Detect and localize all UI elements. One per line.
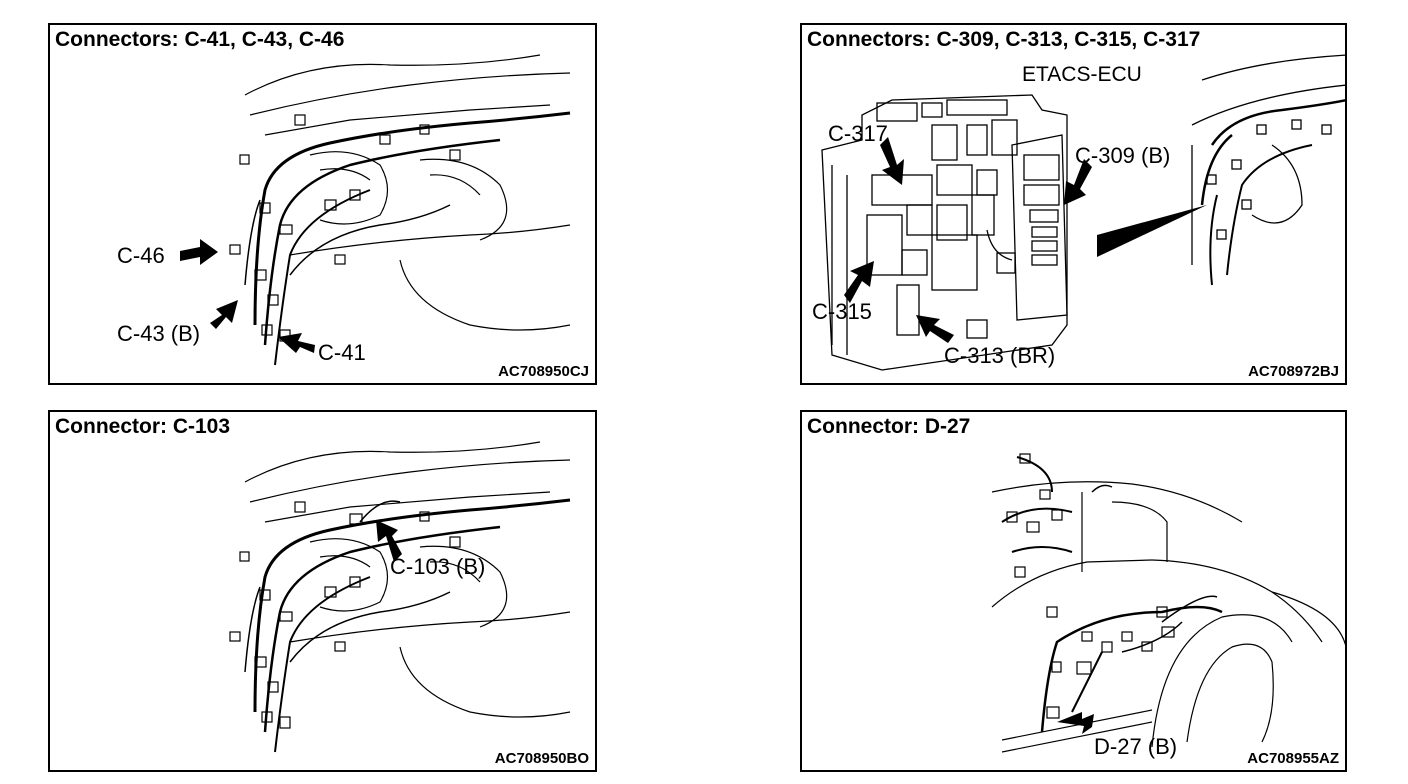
pointer-arrow-icon: [916, 315, 954, 343]
connector-label-d27: D-27 (B): [1094, 734, 1178, 759]
connector-label-c46: C-46: [117, 243, 165, 268]
figure-code: AC708972BJ: [1248, 363, 1339, 380]
connector-label-c103: C-103 (B): [390, 554, 486, 579]
pointer-arrow-icon: [1064, 159, 1092, 205]
pointer-arrow-icon: [880, 137, 904, 185]
connector-label-c43: C-43 (B): [117, 321, 201, 346]
pointer-arrow-icon: [376, 520, 402, 562]
panel-title: Connectors: C-309, C-313, C-315, C-317: [807, 28, 1201, 51]
connector-label-c313: C-313 (BR): [944, 343, 1056, 368]
figure-code: AC708955AZ: [1247, 750, 1339, 767]
pointer-arrow-icon: [1057, 712, 1094, 734]
wiring-harness-drawing: [229, 441, 571, 753]
connector-label-c309: C-309 (B): [1075, 143, 1171, 168]
diagram-panel-c41-c43-c46: Connectors: C-41, C-43, C-46 C-46 C-43 (…: [48, 23, 597, 385]
wiring-harness-drawing: [180, 54, 571, 366]
connector-label-c317: C-317: [828, 121, 888, 146]
connector-label-c41: C-41: [318, 340, 366, 365]
component-name: ETACS-ECU: [1022, 63, 1142, 86]
figure-code: AC708950CJ: [498, 363, 589, 380]
pointer-arrow-icon: [210, 300, 238, 329]
pointer-arrow-icon: [278, 333, 315, 353]
panel-title: Connector: C-103: [55, 415, 231, 438]
diagram-panel-c103: Connector: C-103 C-103 (B) AC708950BO: [48, 410, 597, 772]
panel-title: Connector: D-27: [807, 415, 971, 438]
panel-title: Connectors: C-41, C-43, C-46: [55, 28, 345, 51]
figure-code: AC708950BO: [494, 750, 589, 767]
diagram-panel-etacs-ecu: Connectors: C-309, C-313, C-315, C-317 E…: [800, 23, 1347, 385]
car-body-drawing: [991, 453, 1345, 753]
ecu-box-drawing: [821, 54, 1345, 371]
pointer-arrow-icon: [180, 239, 218, 265]
diagram-panel-d27: Connector: D-27 D-27 (B) AC708955AZ: [800, 410, 1347, 772]
pointer-arrow-icon: [844, 261, 874, 303]
connector-label-c315: C-315: [812, 299, 872, 324]
